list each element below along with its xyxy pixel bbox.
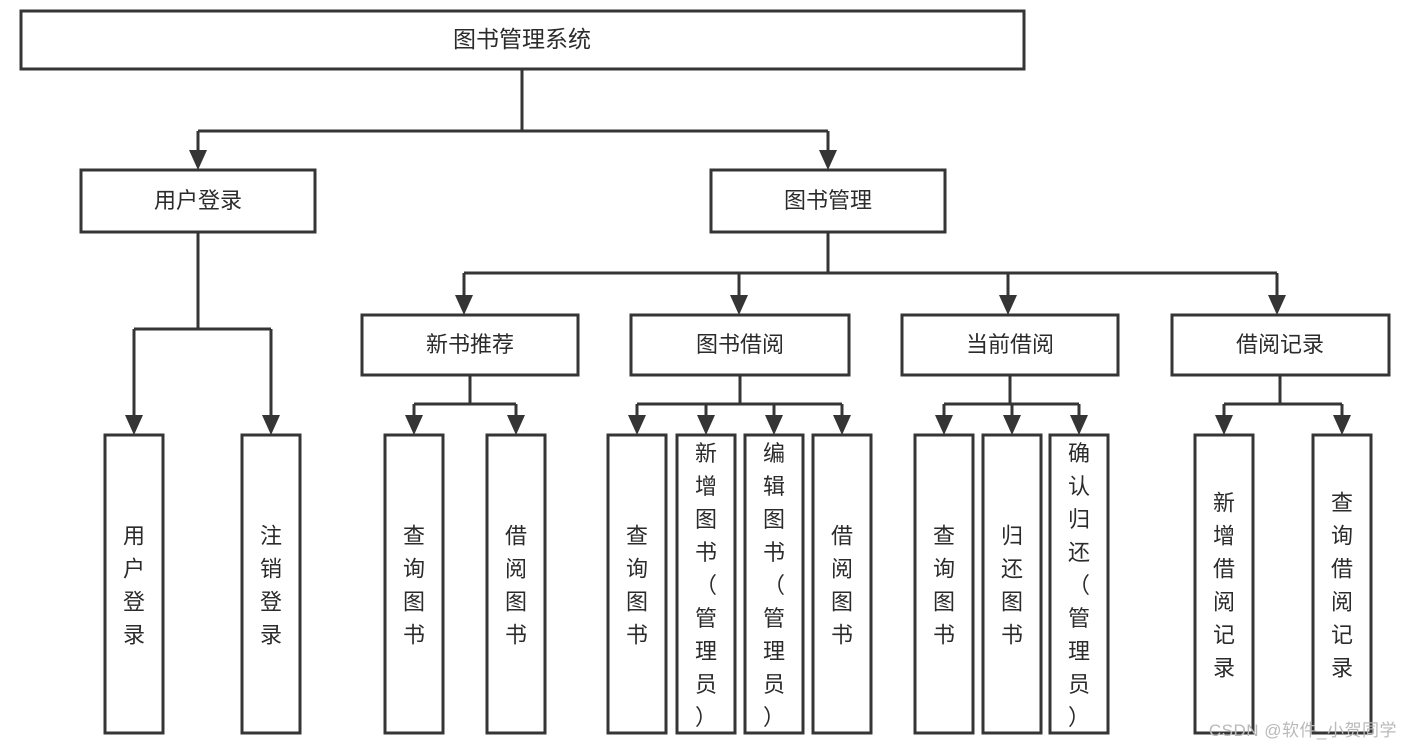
node-newbook-box[interactable] <box>360 313 580 377</box>
leaf-nb-borrow[interactable]: 借阅图书 <box>485 433 547 735</box>
leaf-bo-query-label: 查询图书 <box>626 524 648 648</box>
node-root[interactable]: 图书管理系统 <box>19 9 1026 71</box>
arrow-head-newbook <box>455 295 473 315</box>
leaf-user-login-box[interactable] <box>103 433 165 735</box>
node-bookmgmt-label: 图书管理 <box>784 188 872 213</box>
leaf-bo-add[interactable]: 新增图书（管理员） <box>675 433 737 735</box>
arrow-head-leaf-bo-borrow <box>833 415 851 435</box>
leaf-nb-query-label: 查询图书 <box>403 524 425 648</box>
connector-group-root-to-level2 <box>189 69 837 170</box>
node-newbook[interactable]: 新书推荐 <box>360 313 580 377</box>
arrow-head-borrow <box>730 295 748 315</box>
arrow-head-leaf-nb-borrow <box>507 415 525 435</box>
node-root-label: 图书管理系统 <box>453 26 591 52</box>
arrow-head-leaf-user-login <box>125 415 143 435</box>
leaf-rec-query[interactable]: 查询借阅记录 <box>1311 433 1373 735</box>
leaf-nb-borrow-box[interactable] <box>485 433 547 735</box>
leaf-cur-confirm-box[interactable] <box>1048 433 1110 735</box>
node-login-label: 用户登录 <box>154 188 242 213</box>
node-current-label: 当前借阅 <box>966 332 1054 357</box>
node-current[interactable]: 当前借阅 <box>900 313 1120 377</box>
leaf-rec-add-box[interactable] <box>1193 433 1255 735</box>
connector-group-records-to-leaves <box>1215 375 1351 435</box>
connector-group-bookmgmt-to-level3 <box>455 232 1286 315</box>
leaf-user-logout[interactable]: 注销登录 <box>240 433 302 735</box>
leaf-cur-confirm[interactable]: 确认归还（管理员） <box>1048 433 1110 735</box>
leaf-cur-query-label: 查询图书 <box>933 524 955 648</box>
node-records[interactable]: 借阅记录 <box>1170 313 1391 377</box>
leaf-rec-query-box[interactable] <box>1311 433 1373 735</box>
connector-group-current-to-leaves <box>935 375 1088 435</box>
node-records-label: 借阅记录 <box>1236 332 1324 357</box>
arrow-head-leaf-cur-query <box>935 415 953 435</box>
leaf-rec-query-label: 查询借阅记录 <box>1331 491 1353 681</box>
leaf-bo-borrow-label: 借阅图书 <box>831 524 853 648</box>
node-bookmgmt[interactable]: 图书管理 <box>709 168 947 234</box>
arrow-head-leaf-nb-query <box>405 415 423 435</box>
node-login-box[interactable] <box>79 168 317 234</box>
csdn-watermark: CSDN @软件_小贺同学 <box>1208 721 1397 740</box>
arrow-head-leaf-user-logout <box>262 415 280 435</box>
leaf-nb-query-box[interactable] <box>383 433 445 735</box>
leaf-rec-add-label: 新增借阅记录 <box>1213 491 1235 681</box>
leaf-cur-query-box[interactable] <box>913 433 975 735</box>
node-borrow-box[interactable] <box>629 313 851 377</box>
leaf-bo-borrow[interactable]: 借阅图书 <box>811 433 873 735</box>
leaf-bo-query-box[interactable] <box>606 433 668 735</box>
arrow-head-leaf-bo-edit <box>765 415 783 435</box>
arrow-head-login <box>189 150 207 170</box>
leaf-user-login[interactable]: 用户登录 <box>103 433 165 735</box>
leaf-bo-edit-label: 编辑图书（管理员） <box>763 441 785 730</box>
node-newbook-label: 新书推荐 <box>426 332 514 357</box>
leaf-cur-query[interactable]: 查询图书 <box>913 433 975 735</box>
leaf-bo-edit-box[interactable] <box>743 433 805 735</box>
arrow-head-leaf-rec-add <box>1215 415 1233 435</box>
node-bookmgmt-box[interactable] <box>709 168 947 234</box>
leaf-cur-confirm-label: 确认归还（管理员） <box>1068 441 1090 730</box>
arrow-head-leaf-cur-confirm <box>1070 415 1088 435</box>
leaf-bo-add-box[interactable] <box>675 433 737 735</box>
node-root-box[interactable] <box>19 9 1026 71</box>
leaf-cur-return-label: 归还图书 <box>1001 524 1023 648</box>
node-borrow-label: 图书借阅 <box>696 332 784 357</box>
leaf-user-logout-box[interactable] <box>240 433 302 735</box>
node-current-box[interactable] <box>900 313 1120 377</box>
arrow-head-leaf-rec-query <box>1333 415 1351 435</box>
connector-group-borrow-to-leaves <box>628 375 851 435</box>
arrow-head-bookmgmt <box>819 150 837 170</box>
leaf-nb-borrow-label: 借阅图书 <box>505 524 527 648</box>
arrow-head-records <box>1268 295 1286 315</box>
connector-group-login-to-leaves <box>125 232 280 435</box>
arrow-head-leaf-bo-query <box>628 415 646 435</box>
leaf-bo-edit[interactable]: 编辑图书（管理员） <box>743 433 805 735</box>
leaf-cur-return-box[interactable] <box>981 433 1043 735</box>
node-records-box[interactable] <box>1170 313 1391 377</box>
node-borrow[interactable]: 图书借阅 <box>629 313 851 377</box>
leaf-user-login-label: 用户登录 <box>123 524 145 648</box>
leaf-cur-return[interactable]: 归还图书 <box>981 433 1043 735</box>
leaf-bo-borrow-box[interactable] <box>811 433 873 735</box>
arrow-head-current <box>999 295 1017 315</box>
leaf-rec-add[interactable]: 新增借阅记录 <box>1193 433 1255 735</box>
leaf-nb-query[interactable]: 查询图书 <box>383 433 445 735</box>
arrow-head-leaf-cur-return <box>1003 415 1021 435</box>
node-login[interactable]: 用户登录 <box>79 168 317 234</box>
leaf-bo-query[interactable]: 查询图书 <box>606 433 668 735</box>
connector-group-newbook-to-leaves <box>405 375 525 435</box>
leaf-user-logout-label: 注销登录 <box>260 524 282 648</box>
arrow-head-leaf-bo-add <box>697 415 715 435</box>
leaf-bo-add-label: 新增图书（管理员） <box>695 441 717 730</box>
